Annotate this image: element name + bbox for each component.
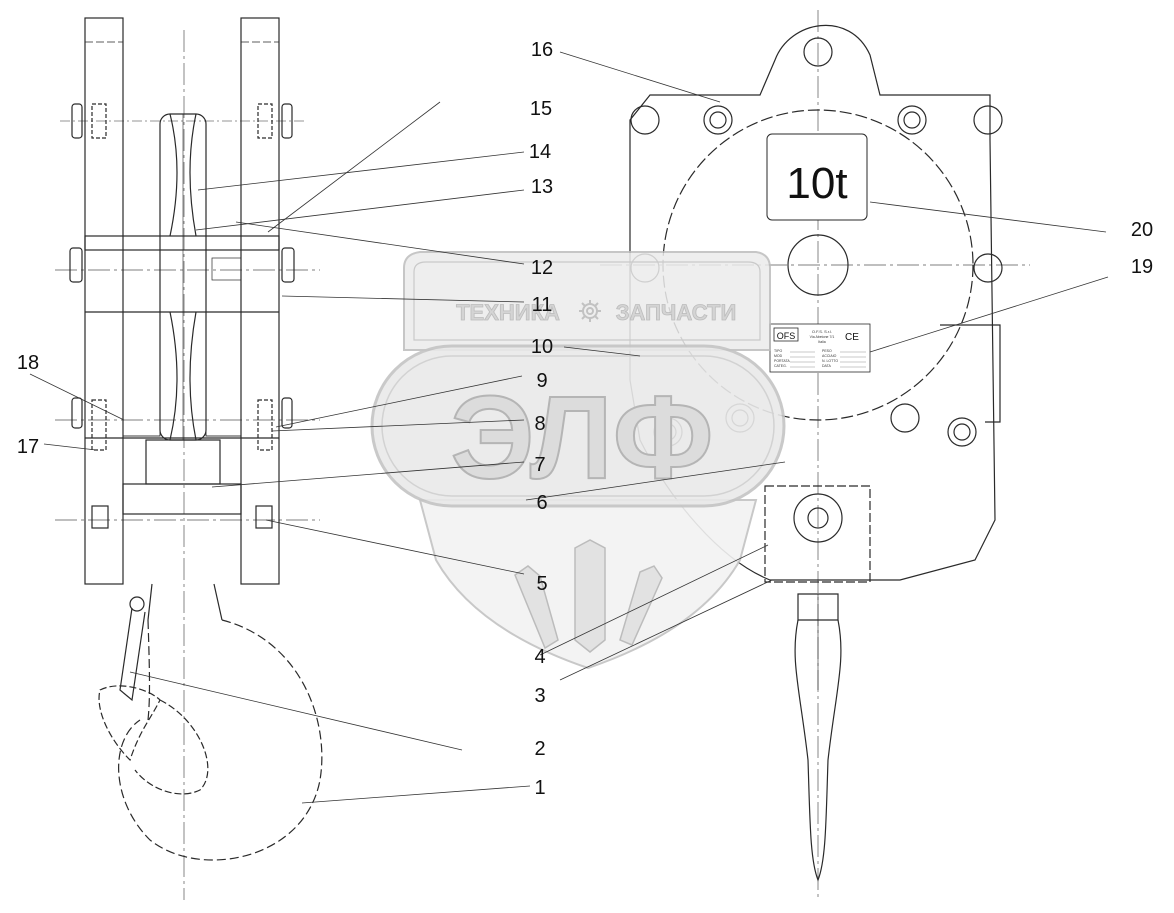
plate-ce-mark: CE — [845, 332, 859, 343]
top-bolts — [60, 103, 305, 139]
load-label-box — [766, 133, 868, 221]
plate-left-field: CATEG. — [774, 364, 787, 368]
plate-right-field: PESO — [822, 349, 832, 353]
watermark-logo-letters: ЭЛФ — [451, 372, 714, 504]
callout-2: 2 — [534, 738, 545, 760]
plate-left-field: MOD — [774, 354, 783, 358]
callout-12: 12 — [531, 257, 553, 279]
id-plate: OFS CE O.F.S. S.r.l. Via Abetone 7/1 Ita… — [769, 323, 871, 373]
plate-left-field: TIPO — [774, 349, 782, 353]
plate-right-field: ACCIAIO — [822, 354, 837, 358]
plate-line2: Via Abetone 7/1 — [810, 335, 835, 339]
watermark-word-left: ТЕХНИКА — [456, 300, 560, 325]
wheat-icon — [514, 539, 663, 653]
watermark-word-right: ЗАПЧАСТИ — [616, 300, 737, 325]
callout-18: 18 — [17, 352, 39, 374]
gear-icon — [579, 300, 601, 322]
callout-10: 10 — [531, 336, 553, 358]
callout-15: 15 — [530, 98, 552, 120]
plate-brand: OFS — [777, 331, 796, 341]
callout-5: 5 — [536, 573, 547, 595]
leader-lines — [29, 51, 1109, 804]
plate-right-field: DATA — [822, 364, 831, 368]
watermark: ТЕХНИКА ЗАПЧАСТИ ЭЛФ — [370, 251, 786, 670]
side-view — [55, 17, 323, 900]
callout-9: 9 — [536, 370, 547, 392]
plate-line1: O.F.S. S.r.l. — [812, 329, 832, 334]
callout-14: 14 — [529, 141, 551, 163]
callout-1: 1 — [534, 777, 545, 799]
callout-16: 16 — [531, 39, 553, 61]
sheave — [159, 113, 207, 441]
callout-6: 6 — [536, 492, 547, 514]
callout-13: 13 — [531, 176, 553, 198]
callout-11: 11 — [532, 294, 553, 316]
load-label: 10t — [786, 159, 847, 208]
callout-19: 19 — [1131, 256, 1153, 278]
callout-8: 8 — [534, 413, 545, 435]
callout-17: 17 — [17, 436, 39, 458]
callout-7: 7 — [534, 454, 545, 476]
callout-4: 4 — [534, 646, 545, 668]
plate-right-field: N. LOTTO — [822, 359, 838, 363]
callout-3: 3 — [534, 685, 545, 707]
callout-20: 20 — [1131, 219, 1153, 241]
plate-line3: Italia — [818, 340, 825, 344]
plate-left-field: PORTATA — [774, 359, 790, 363]
